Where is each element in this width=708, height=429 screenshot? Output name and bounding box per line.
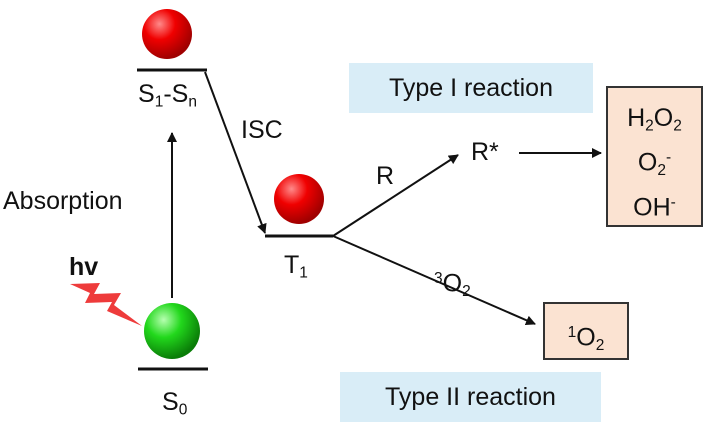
type1-reaction-box: Type I reaction xyxy=(349,63,593,113)
excited-singlet-sphere xyxy=(142,9,192,59)
product-h2o2: H2O2 xyxy=(627,104,682,135)
triplet-sphere xyxy=(274,174,324,224)
o2-arrow xyxy=(332,235,536,325)
r-label: R xyxy=(376,162,395,190)
r-star-label: R* xyxy=(471,138,499,166)
isc-arrow xyxy=(204,71,267,234)
product-superoxide: O2- xyxy=(637,148,672,180)
s1sn-label: S1-Sn xyxy=(138,80,197,111)
ground-state-sphere xyxy=(144,303,200,359)
r-arrow xyxy=(332,154,459,237)
product-singlet-oxygen: 1O2 xyxy=(567,323,605,354)
t1-label: T1 xyxy=(284,251,308,282)
isc-label: ISC xyxy=(241,116,283,144)
s0-label: S0 xyxy=(162,388,188,419)
lightning-icon xyxy=(70,283,142,326)
type1-products-box: H2O2 O2- OH- xyxy=(606,86,703,227)
absorption-label: Absorption xyxy=(3,187,123,215)
type2-reaction-box: Type II reaction xyxy=(340,372,601,422)
hv-label: hv xyxy=(69,253,99,281)
product-hydroxide: OH- xyxy=(633,193,676,222)
triplet-oxygen-label: 3O2 xyxy=(434,269,471,300)
singlet-oxygen-box: 1O2 xyxy=(543,302,629,360)
